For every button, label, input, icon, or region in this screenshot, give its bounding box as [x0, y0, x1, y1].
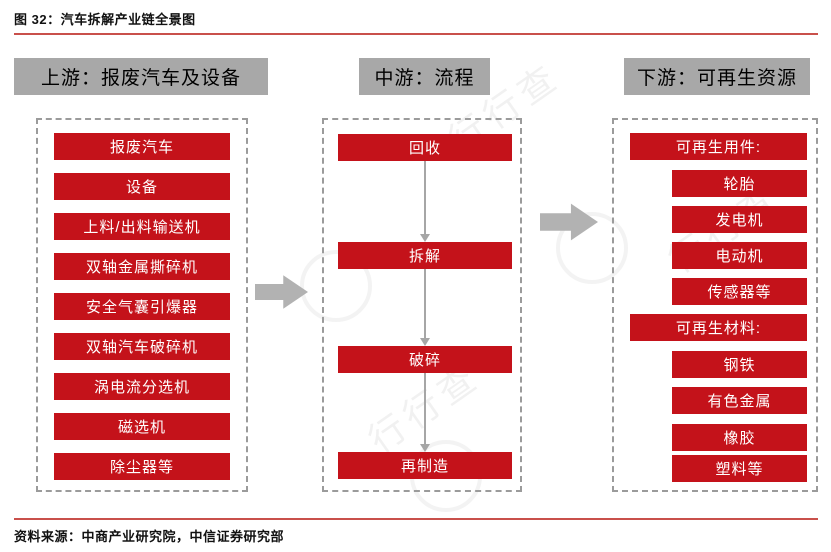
source-divider: [14, 518, 818, 520]
downstream-item: 钢铁: [672, 351, 807, 378]
downstream-item: 电动机: [672, 242, 807, 269]
upstream-item: 上料/出料输送机: [54, 213, 230, 240]
title-divider: [14, 33, 818, 35]
downstream-item: 发电机: [672, 206, 807, 233]
upstream-item: 除尘器等: [54, 453, 230, 480]
downstream-item: 橡胶: [672, 424, 807, 451]
right-arrow-icon: [540, 203, 598, 241]
downstream-item: 塑料等: [672, 455, 807, 482]
upstream-item: 双轴汽车破碎机: [54, 333, 230, 360]
midstream-header: 中游：流程: [359, 58, 490, 95]
downstream-header: 下游：可再生资源: [624, 58, 810, 95]
flow-connector: [424, 269, 426, 338]
down-arrow-icon: [420, 234, 430, 242]
upstream-item: 涡电流分选机: [54, 373, 230, 400]
upstream-item: 报废汽车: [54, 133, 230, 160]
midstream-step: 破碎: [338, 346, 512, 373]
figure-title: 图 32：汽车拆解产业链全景图: [14, 12, 196, 27]
flow-connector: [424, 161, 426, 234]
downstream-panel: 可再生用件: 轮胎 发电机 电动机 传感器等 可再生材料: 钢铁 有色金属 橡胶…: [612, 118, 818, 492]
upstream-item: 磁选机: [54, 413, 230, 440]
down-arrow-icon: [420, 338, 430, 346]
upstream-item: 双轴金属撕碎机: [54, 253, 230, 280]
upstream-item: 安全气囊引爆器: [54, 293, 230, 320]
source-note: 资料来源：中商产业研究院，中信证券研究部: [14, 529, 285, 544]
upstream-item: 设备: [54, 173, 230, 200]
right-arrow-icon: [255, 275, 308, 309]
upstream-header: 上游：报废汽车及设备: [14, 58, 268, 95]
midstream-step: 再制造: [338, 452, 512, 479]
upstream-panel: 报废汽车 设备 上料/出料输送机 双轴金属撕碎机 安全气囊引爆器 双轴汽车破碎机…: [36, 118, 248, 492]
midstream-step: 拆解: [338, 242, 512, 269]
downstream-item: 轮胎: [672, 170, 807, 197]
downstream-item: 传感器等: [672, 278, 807, 305]
midstream-panel: 回收 拆解 破碎 再制造: [322, 118, 522, 492]
downstream-group-label: 可再生材料:: [630, 314, 807, 341]
midstream-step: 回收: [338, 134, 512, 161]
downstream-item: 有色金属: [672, 387, 807, 414]
downstream-group-label: 可再生用件:: [630, 133, 807, 160]
flow-connector: [424, 373, 426, 444]
down-arrow-icon: [420, 444, 430, 452]
